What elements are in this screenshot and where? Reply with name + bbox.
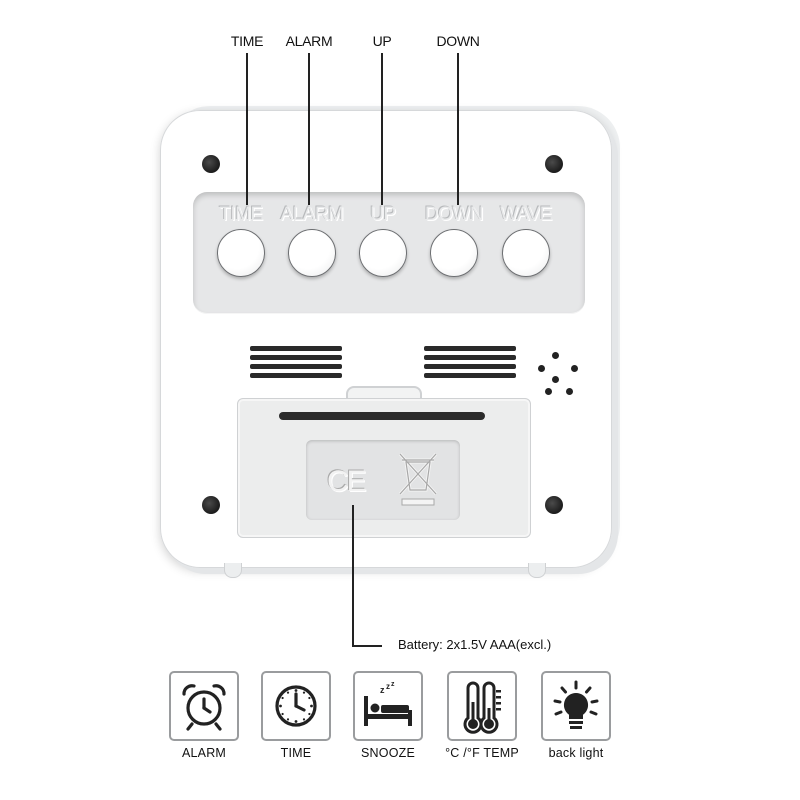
time-button[interactable] <box>217 229 265 277</box>
feature-time-label: TIME <box>280 746 312 760</box>
thermometer-icon <box>463 681 501 734</box>
feature-snooze-box: z z z <box>353 671 423 741</box>
feature-snooze: z z z <box>353 671 423 741</box>
feature-backlight-box <box>541 671 611 741</box>
foot-left <box>224 563 242 578</box>
weee-bin-icon <box>398 452 438 506</box>
feature-backlight-label: back light <box>548 746 604 760</box>
feature-backlight <box>541 671 611 741</box>
feature-alarm-label: ALARM <box>181 746 227 760</box>
wave-button[interactable] <box>502 229 550 277</box>
alarm-clock-icon <box>182 684 226 731</box>
foot-right <box>528 563 546 578</box>
feature-snooze-label: SNOOZE <box>361 746 415 760</box>
snooze-bed-icon: z z z <box>364 681 412 726</box>
feature-time-box <box>261 671 331 741</box>
clock-icon <box>275 685 317 727</box>
callout-down-line <box>457 53 459 205</box>
svg-text:z: z <box>380 685 385 695</box>
embossed-label-alarm: ALARM <box>280 204 344 225</box>
callout-up-label: UP <box>372 33 392 49</box>
compliance-label-plate <box>306 440 460 520</box>
down-button[interactable] <box>430 229 478 277</box>
battery-callout-line-horizontal <box>352 645 382 647</box>
alarm-button[interactable] <box>288 229 336 277</box>
callout-alarm-label: ALARM <box>285 33 333 49</box>
feature-temp <box>447 671 517 741</box>
callout-time-line <box>246 53 248 205</box>
battery-callout-line <box>352 505 354 646</box>
feature-temp-label: °C /°F TEMP <box>445 746 519 760</box>
embossed-label-up: UP <box>370 204 396 225</box>
up-button[interactable] <box>359 229 407 277</box>
embossed-label-down: DOWN <box>424 204 484 225</box>
light-bulb-icon <box>553 680 599 729</box>
ce-mark: CE <box>327 465 367 498</box>
embossed-label-time: TIME <box>219 204 263 225</box>
callout-alarm-line <box>308 53 310 205</box>
feature-alarm-box <box>169 671 239 741</box>
feature-alarm <box>169 671 239 741</box>
callout-time-label: TIME <box>230 33 264 49</box>
svg-text:z: z <box>391 681 395 688</box>
battery-door-slot <box>279 412 485 420</box>
embossed-label-wave: WAVE <box>500 204 552 225</box>
screw-top-right <box>545 155 563 173</box>
battery-note: Battery: 2x1.5V AAA(excl.) <box>398 637 552 652</box>
callout-down-label: DOWN <box>436 33 480 49</box>
svg-text:z: z <box>386 682 390 691</box>
feature-temp-box <box>447 671 517 741</box>
screw-top-left <box>202 155 220 173</box>
callout-up-line <box>381 53 383 205</box>
screw-bottom-right <box>545 496 563 514</box>
screw-bottom-left <box>202 496 220 514</box>
feature-time <box>261 671 331 741</box>
